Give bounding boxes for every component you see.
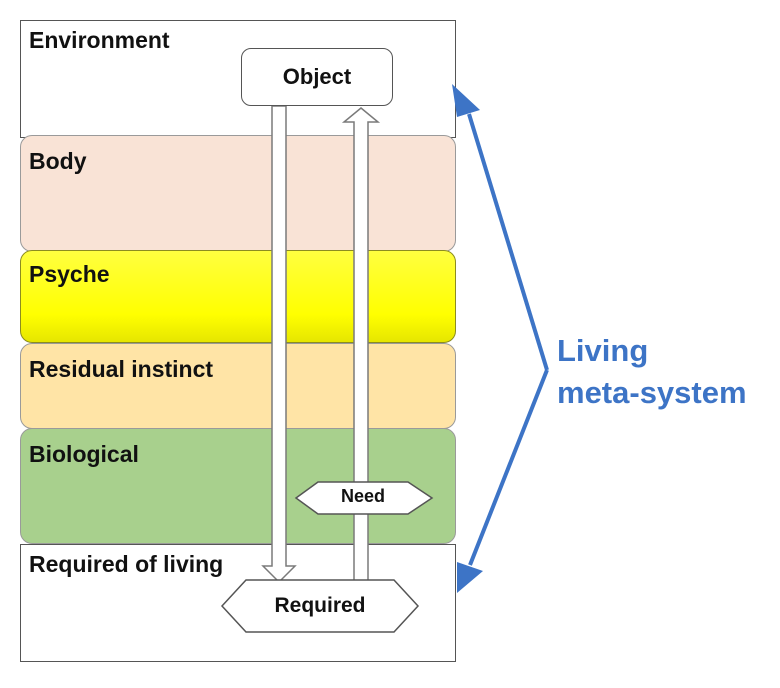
residual-instinct-label: Residual instinct (29, 356, 214, 382)
living-meta-system-label: Living meta-system (557, 330, 747, 414)
psyche-layer: Psyche (20, 250, 456, 343)
meta-arrowhead-up (452, 84, 480, 117)
required-hexagon (220, 579, 420, 633)
meta-label-line2: meta-system (557, 374, 747, 410)
meta-arrowhead-down (457, 562, 483, 593)
meta-bracket-upper-line (467, 113, 549, 371)
object-node: Object (241, 48, 393, 106)
residual-instinct-layer: Residual instinct (20, 343, 456, 429)
psyche-label: Psyche (29, 261, 110, 287)
need-hexagon (294, 481, 434, 515)
biological-layer: Biological (20, 428, 456, 544)
meta-label-line1: Living (557, 333, 649, 368)
need-label: Need (340, 486, 385, 506)
down-arrow (261, 105, 297, 584)
meta-bracket-lower-line (468, 369, 549, 566)
required-label: Required (274, 594, 366, 617)
required-of-living-label: Required of living (29, 551, 224, 577)
environment-label: Environment (29, 27, 170, 53)
body-label: Body (29, 148, 87, 174)
biological-label: Biological (29, 441, 139, 467)
